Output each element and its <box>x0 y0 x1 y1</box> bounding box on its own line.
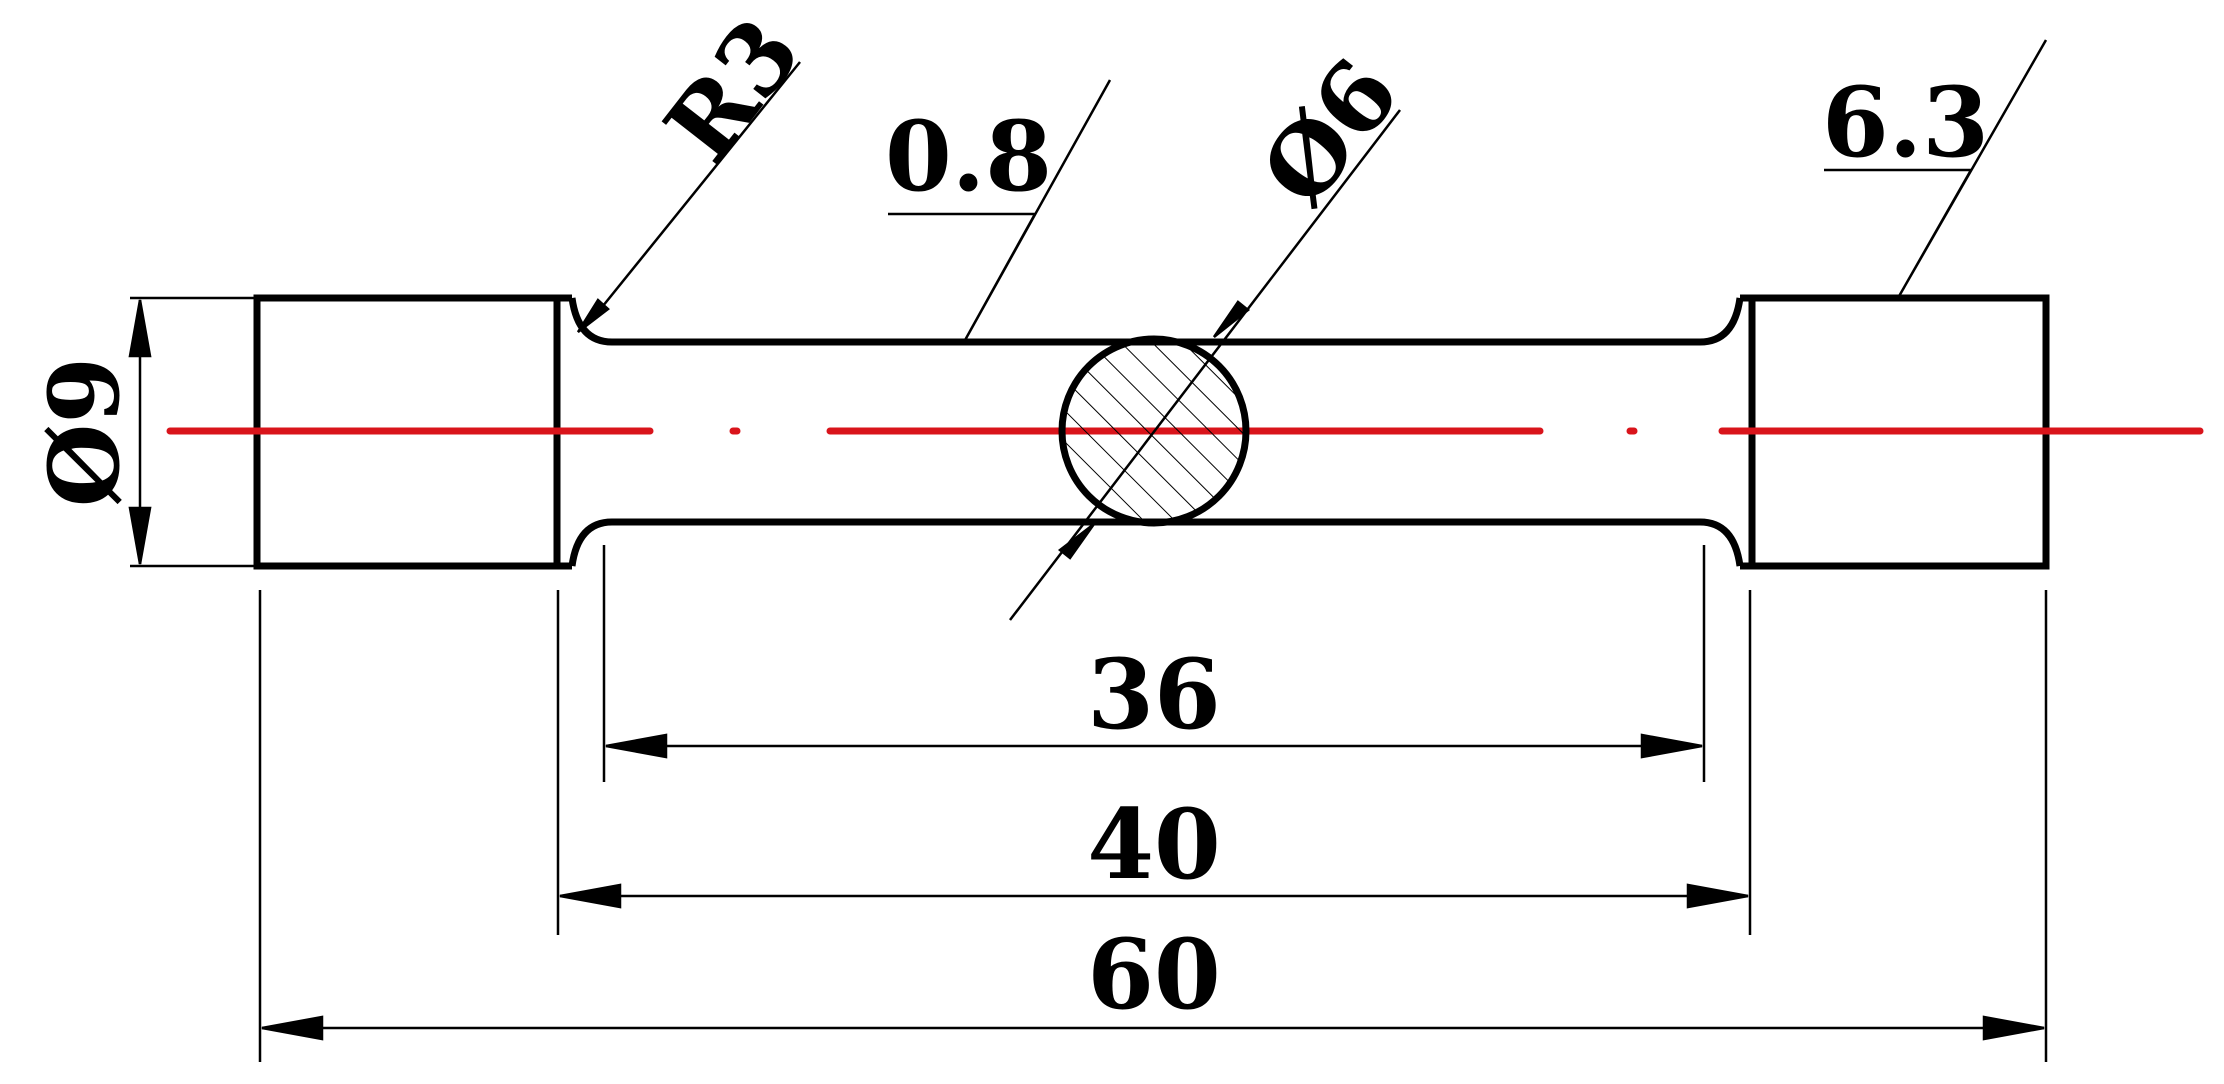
reduced-length-dimension <box>559 883 1749 909</box>
roughness-gauge-label: 0.8 <box>885 100 1052 213</box>
grip-diameter-dimension <box>128 296 255 568</box>
roughness-symbol-grip <box>1824 39 2048 299</box>
grip-diameter-label: Ø9 <box>28 357 141 507</box>
gauge-length-dimension <box>605 733 1703 759</box>
fillet-radius-leader <box>576 61 801 333</box>
total-length-label: 60 <box>1087 918 1221 1031</box>
gauge-length-label: 36 <box>1087 638 1221 751</box>
reduced-length-label: 40 <box>1087 788 1221 901</box>
fillet-radius-label: R3 <box>643 0 822 182</box>
gauge-top-edge <box>568 297 1744 346</box>
extension-lines <box>258 545 2048 1062</box>
roughness-grip-label: 6.3 <box>1822 66 1989 179</box>
gauge-diameter-label: Ø6 <box>1239 38 1421 226</box>
gauge-bottom-edge <box>568 518 1744 567</box>
gauge-diameter-leader <box>1009 109 1401 621</box>
roughness-symbol-gauge <box>888 79 1112 343</box>
total-length-dimension <box>261 1015 2045 1041</box>
